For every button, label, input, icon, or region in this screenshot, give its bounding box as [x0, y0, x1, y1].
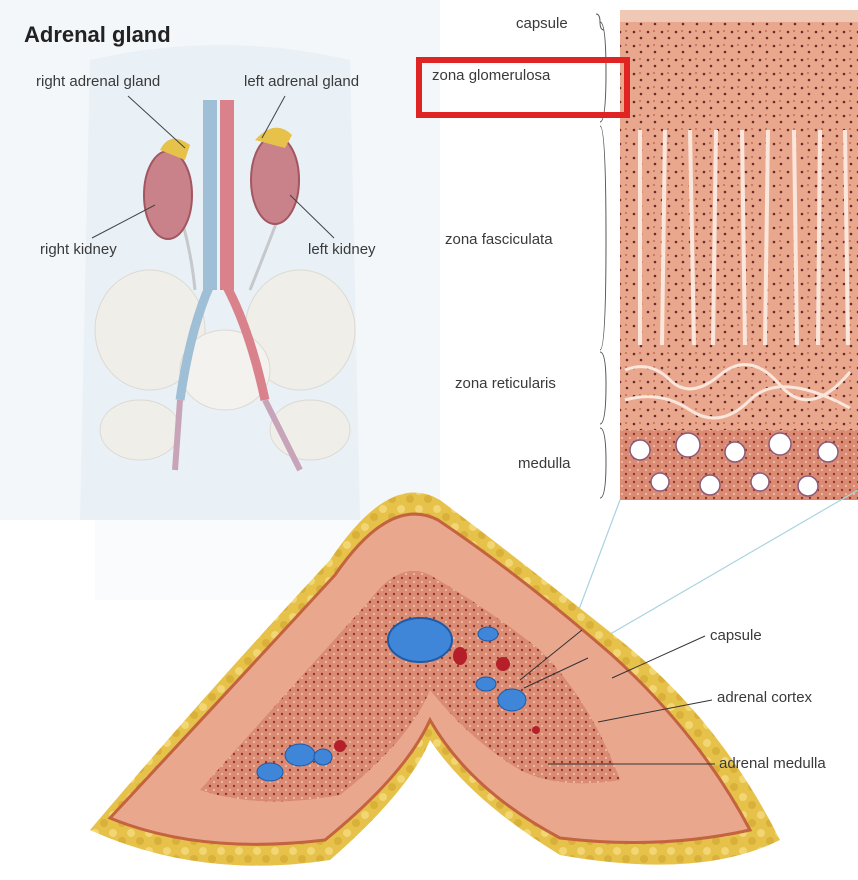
label-right-kidney: right kidney — [40, 241, 117, 258]
section-label-capsule: capsule — [710, 627, 762, 644]
histology-column — [620, 10, 858, 500]
diagram-title: Adrenal gland — [24, 22, 171, 47]
layer-label-zona-reticularis: zona reticularis — [455, 375, 556, 392]
layer-label-medulla: medulla — [518, 455, 571, 472]
projection-line-right — [600, 490, 858, 640]
layer-brackets — [596, 14, 606, 498]
right-kidney-illustration — [144, 151, 192, 239]
label-left-adrenal-gland: left adrenal gland — [244, 73, 359, 90]
section-label-adrenal-medulla: adrenal medulla — [719, 755, 826, 772]
layer-label-capsule: capsule — [516, 15, 568, 32]
aorta-illustration — [220, 100, 234, 290]
layer-label-zona-glomerulosa: zona glomerulosa — [432, 67, 551, 84]
left-kidney-illustration — [251, 136, 299, 224]
label-left-kidney: left kidney — [308, 241, 376, 258]
label-right-adrenal-gland: right adrenal gland — [36, 73, 160, 90]
section-label-adrenal-cortex: adrenal cortex — [717, 689, 813, 706]
layer-label-zona-fasciculata: zona fasciculata — [445, 231, 553, 248]
projection-line-left — [575, 500, 620, 620]
vessel-blue-large — [388, 618, 452, 662]
vena-cava-illustration — [203, 100, 217, 290]
